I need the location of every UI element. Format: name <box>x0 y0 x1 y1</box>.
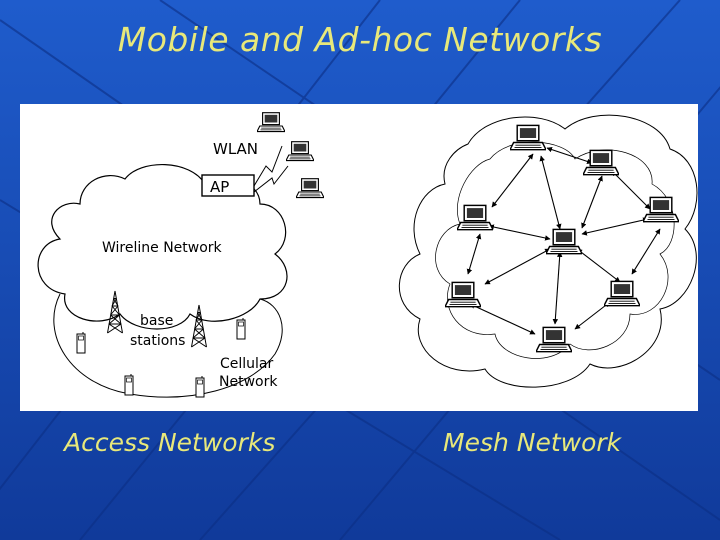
laptop-icon <box>286 141 314 162</box>
access-networks-caption: Access Networks <box>64 428 276 457</box>
wlan-label: WLAN <box>213 140 258 158</box>
laptop-icon <box>257 112 285 133</box>
radio-link-1 <box>253 145 283 187</box>
laptop-icon <box>296 178 324 199</box>
diagram-panel: AP WLAN Wireline Network base stations C… <box>20 104 698 411</box>
mesh-cloud <box>398 114 698 388</box>
laptop-icon <box>457 204 493 231</box>
cellular-network-label-line2: Network <box>219 374 278 390</box>
access-network-diagram: AP WLAN Wireline Network base stations C… <box>37 112 324 398</box>
phone-icon <box>76 332 86 354</box>
mesh-network-caption: Mesh Network <box>443 428 622 457</box>
laptop-icon <box>445 281 481 308</box>
base-stations-label-line1: base <box>140 313 173 329</box>
laptop-icon <box>510 124 546 151</box>
radio-link-2 <box>253 165 289 193</box>
laptop-icon <box>604 280 640 307</box>
mesh-network-diagram <box>398 114 698 388</box>
ap-label: AP <box>210 178 229 196</box>
laptop-icon <box>643 196 679 223</box>
laptop-icon <box>536 326 572 353</box>
laptop-icon <box>546 228 582 255</box>
laptop-icon <box>583 149 619 176</box>
base-stations-label-line2: stations <box>130 333 185 349</box>
mesh-cloud-inner <box>435 141 675 359</box>
cellular-arc <box>53 293 283 398</box>
wireline-network-label: Wireline Network <box>102 240 223 256</box>
phone-icon <box>236 318 246 340</box>
phone-icon <box>195 376 205 398</box>
slide-title: Mobile and Ad-hoc Networks <box>117 20 603 59</box>
phone-icon <box>124 374 134 396</box>
cellular-network-label-line1: Cellular <box>220 356 274 372</box>
